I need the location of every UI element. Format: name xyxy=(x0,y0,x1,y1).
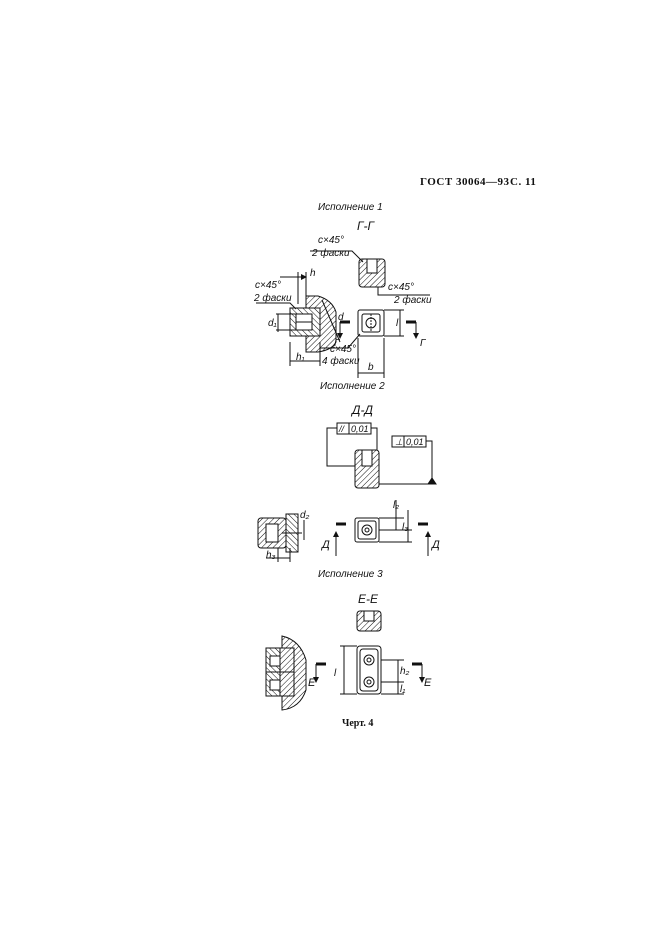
v2-dim-l3: l₃ xyxy=(402,522,408,533)
v1-chamfer-bottom-count: 4 фаски xyxy=(322,355,360,367)
variant-1-drawing xyxy=(256,250,430,378)
v3-arrow-right-label: Е xyxy=(424,677,432,689)
page-number: С. 11 xyxy=(510,176,537,188)
variant-3-drawing xyxy=(265,610,425,711)
v3-dim-l1: l₁ xyxy=(400,684,405,695)
figure-caption: Черт. 4 xyxy=(342,718,374,729)
variant-2-caption: Исполнение 2 xyxy=(320,381,385,392)
v1-chamfer-top: c×45° xyxy=(318,235,344,246)
v1-dim-l: l xyxy=(396,318,399,329)
v2-perpendicularity-value: 0,01 xyxy=(406,437,424,447)
v1-dim-h1: h₁ xyxy=(296,352,305,363)
variant-2-drawing xyxy=(257,422,437,562)
v1-dim-h: h xyxy=(310,268,316,279)
section-e-e-label: Е-Е xyxy=(358,592,379,606)
v2-dim-l2: l₂ xyxy=(393,500,399,511)
variant-3-side-view xyxy=(265,635,307,711)
v1-chamfer-right: c×45° xyxy=(388,282,414,293)
v1-chamfer-bottom: c×45° xyxy=(330,344,356,355)
v1-chamfer-right-count: 2 фаски xyxy=(393,294,432,306)
v1-dim-d1: d₁ xyxy=(268,318,277,329)
v2-dim-d2: d₂ xyxy=(300,510,310,521)
variant-2-side-view xyxy=(257,513,305,562)
v2-arrow-right-label: Д xyxy=(430,539,440,551)
section-e-e-block xyxy=(356,610,382,632)
variant-1-front-view xyxy=(320,309,419,378)
variant-3-caption: Исполнение 3 xyxy=(318,569,383,580)
v1-arrow-right-label: Г xyxy=(420,338,427,349)
v1-dim-d: d xyxy=(338,312,344,323)
v1-chamfer-left-count: 2 фаски xyxy=(253,292,292,304)
v1-chamfer-left: c×45° xyxy=(255,280,281,291)
document-number: ГОСТ 30064—93 xyxy=(420,176,510,188)
v1-arrow-left-label: Г xyxy=(334,338,341,349)
section-g-g-block xyxy=(310,250,430,296)
v2-dim-h3: h₃ xyxy=(266,550,276,561)
v1-chamfer-top-count: 2 фаски xyxy=(311,247,350,259)
section-d-d-block xyxy=(326,422,437,489)
variant-2-front-view xyxy=(333,500,431,556)
v3-dim-h2: h₂ xyxy=(400,666,410,677)
v2-perpendicularity-symbol: ⊥ xyxy=(395,437,403,447)
v3-arrow-left-label: Е xyxy=(308,677,316,689)
v2-arrow-left-label: Д xyxy=(320,539,330,551)
section-d-d-label: Д-Д xyxy=(352,403,373,417)
v1-dim-b: b xyxy=(368,362,374,373)
variant-1-caption: Исполнение 1 xyxy=(318,202,383,213)
v3-dim-l: l xyxy=(334,668,337,679)
v2-parallelism-symbol: // xyxy=(338,424,346,434)
variant-3-front-view xyxy=(313,645,425,695)
v2-parallelism-value: 0,01 xyxy=(351,424,369,434)
section-g-g-label: Г-Г xyxy=(357,219,375,233)
variant-1-side-view xyxy=(256,272,341,366)
